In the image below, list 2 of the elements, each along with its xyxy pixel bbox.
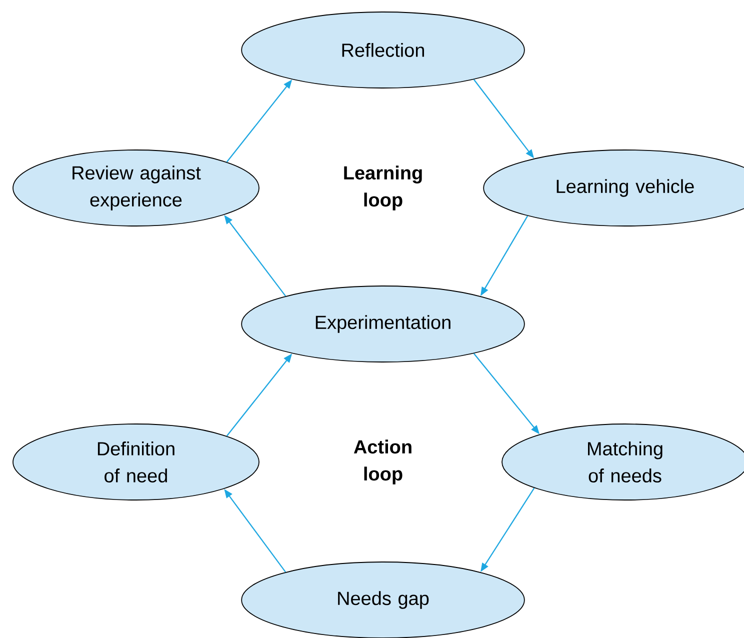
loop-label: Action loop	[354, 440, 412, 484]
loop-label: Learning loop	[344, 166, 422, 210]
